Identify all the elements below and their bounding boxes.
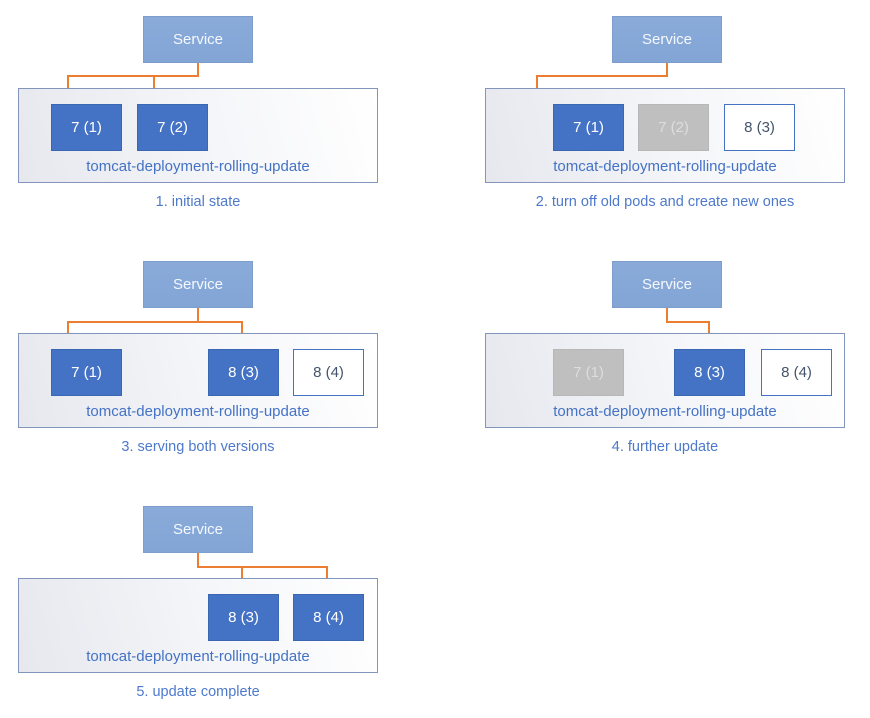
panel-update-complete: Service 8 (3) 8 (4) tomcat-deployment-ro…: [0, 490, 435, 718]
pod: 8 (4): [293, 349, 364, 396]
service-box: Service: [612, 16, 722, 63]
deployment-label: tomcat-deployment-rolling-update: [86, 158, 310, 175]
deployment-container: 7 (1) 7 (2) 8 (3) tomcat-deployment-roll…: [485, 88, 845, 183]
pod: 7 (2): [638, 104, 709, 151]
panel-further-update: Service 7 (1) 8 (3) 8 (4) tomcat-deploym…: [435, 245, 870, 490]
pod: 7 (2): [137, 104, 208, 151]
deployment-label: tomcat-deployment-rolling-update: [553, 403, 777, 420]
panel-caption: 4. further update: [611, 439, 719, 455]
deployment-container: 7 (1) 8 (3) 8 (4) tomcat-deployment-roll…: [485, 333, 845, 428]
pod: 8 (3): [674, 349, 745, 396]
deployment-container: 7 (1) 8 (3) 8 (4) tomcat-deployment-roll…: [18, 333, 378, 428]
deployment-label: tomcat-deployment-rolling-update: [86, 648, 310, 665]
pod: 8 (3): [208, 594, 279, 641]
pod: 7 (1): [51, 104, 122, 151]
pod: 8 (3): [208, 349, 279, 396]
pod: 8 (4): [761, 349, 832, 396]
deployment-container: 8 (3) 8 (4) tomcat-deployment-rolling-up…: [18, 578, 378, 673]
deployment-label: tomcat-deployment-rolling-update: [86, 403, 310, 420]
pod: 7 (1): [51, 349, 122, 396]
panel-caption: 3. serving both versions: [121, 439, 275, 455]
deployment-container: 7 (1) 7 (2) tomcat-deployment-rolling-up…: [18, 88, 378, 183]
service-box: Service: [143, 506, 253, 553]
panel-caption: 1. initial state: [155, 194, 241, 210]
panel-caption: 5. update complete: [136, 684, 260, 700]
pod: 8 (3): [724, 104, 795, 151]
pod: 7 (1): [553, 104, 624, 151]
pod: 7 (1): [553, 349, 624, 396]
panel-initial-state: Service 7 (1) 7 (2) tomcat-deployment-ro…: [0, 0, 435, 245]
panel-turn-off-old-pods: Service 7 (1) 7 (2) 8 (3) tomcat-deploym…: [435, 0, 870, 245]
pod: 8 (4): [293, 594, 364, 641]
panel-caption: 2. turn off old pods and create new ones: [535, 194, 795, 210]
service-box: Service: [143, 261, 253, 308]
deployment-label: tomcat-deployment-rolling-update: [553, 158, 777, 175]
service-box: Service: [143, 16, 253, 63]
service-box: Service: [612, 261, 722, 308]
panel-serving-both-versions: Service 7 (1) 8 (3) 8 (4) tomcat-deploym…: [0, 245, 435, 490]
